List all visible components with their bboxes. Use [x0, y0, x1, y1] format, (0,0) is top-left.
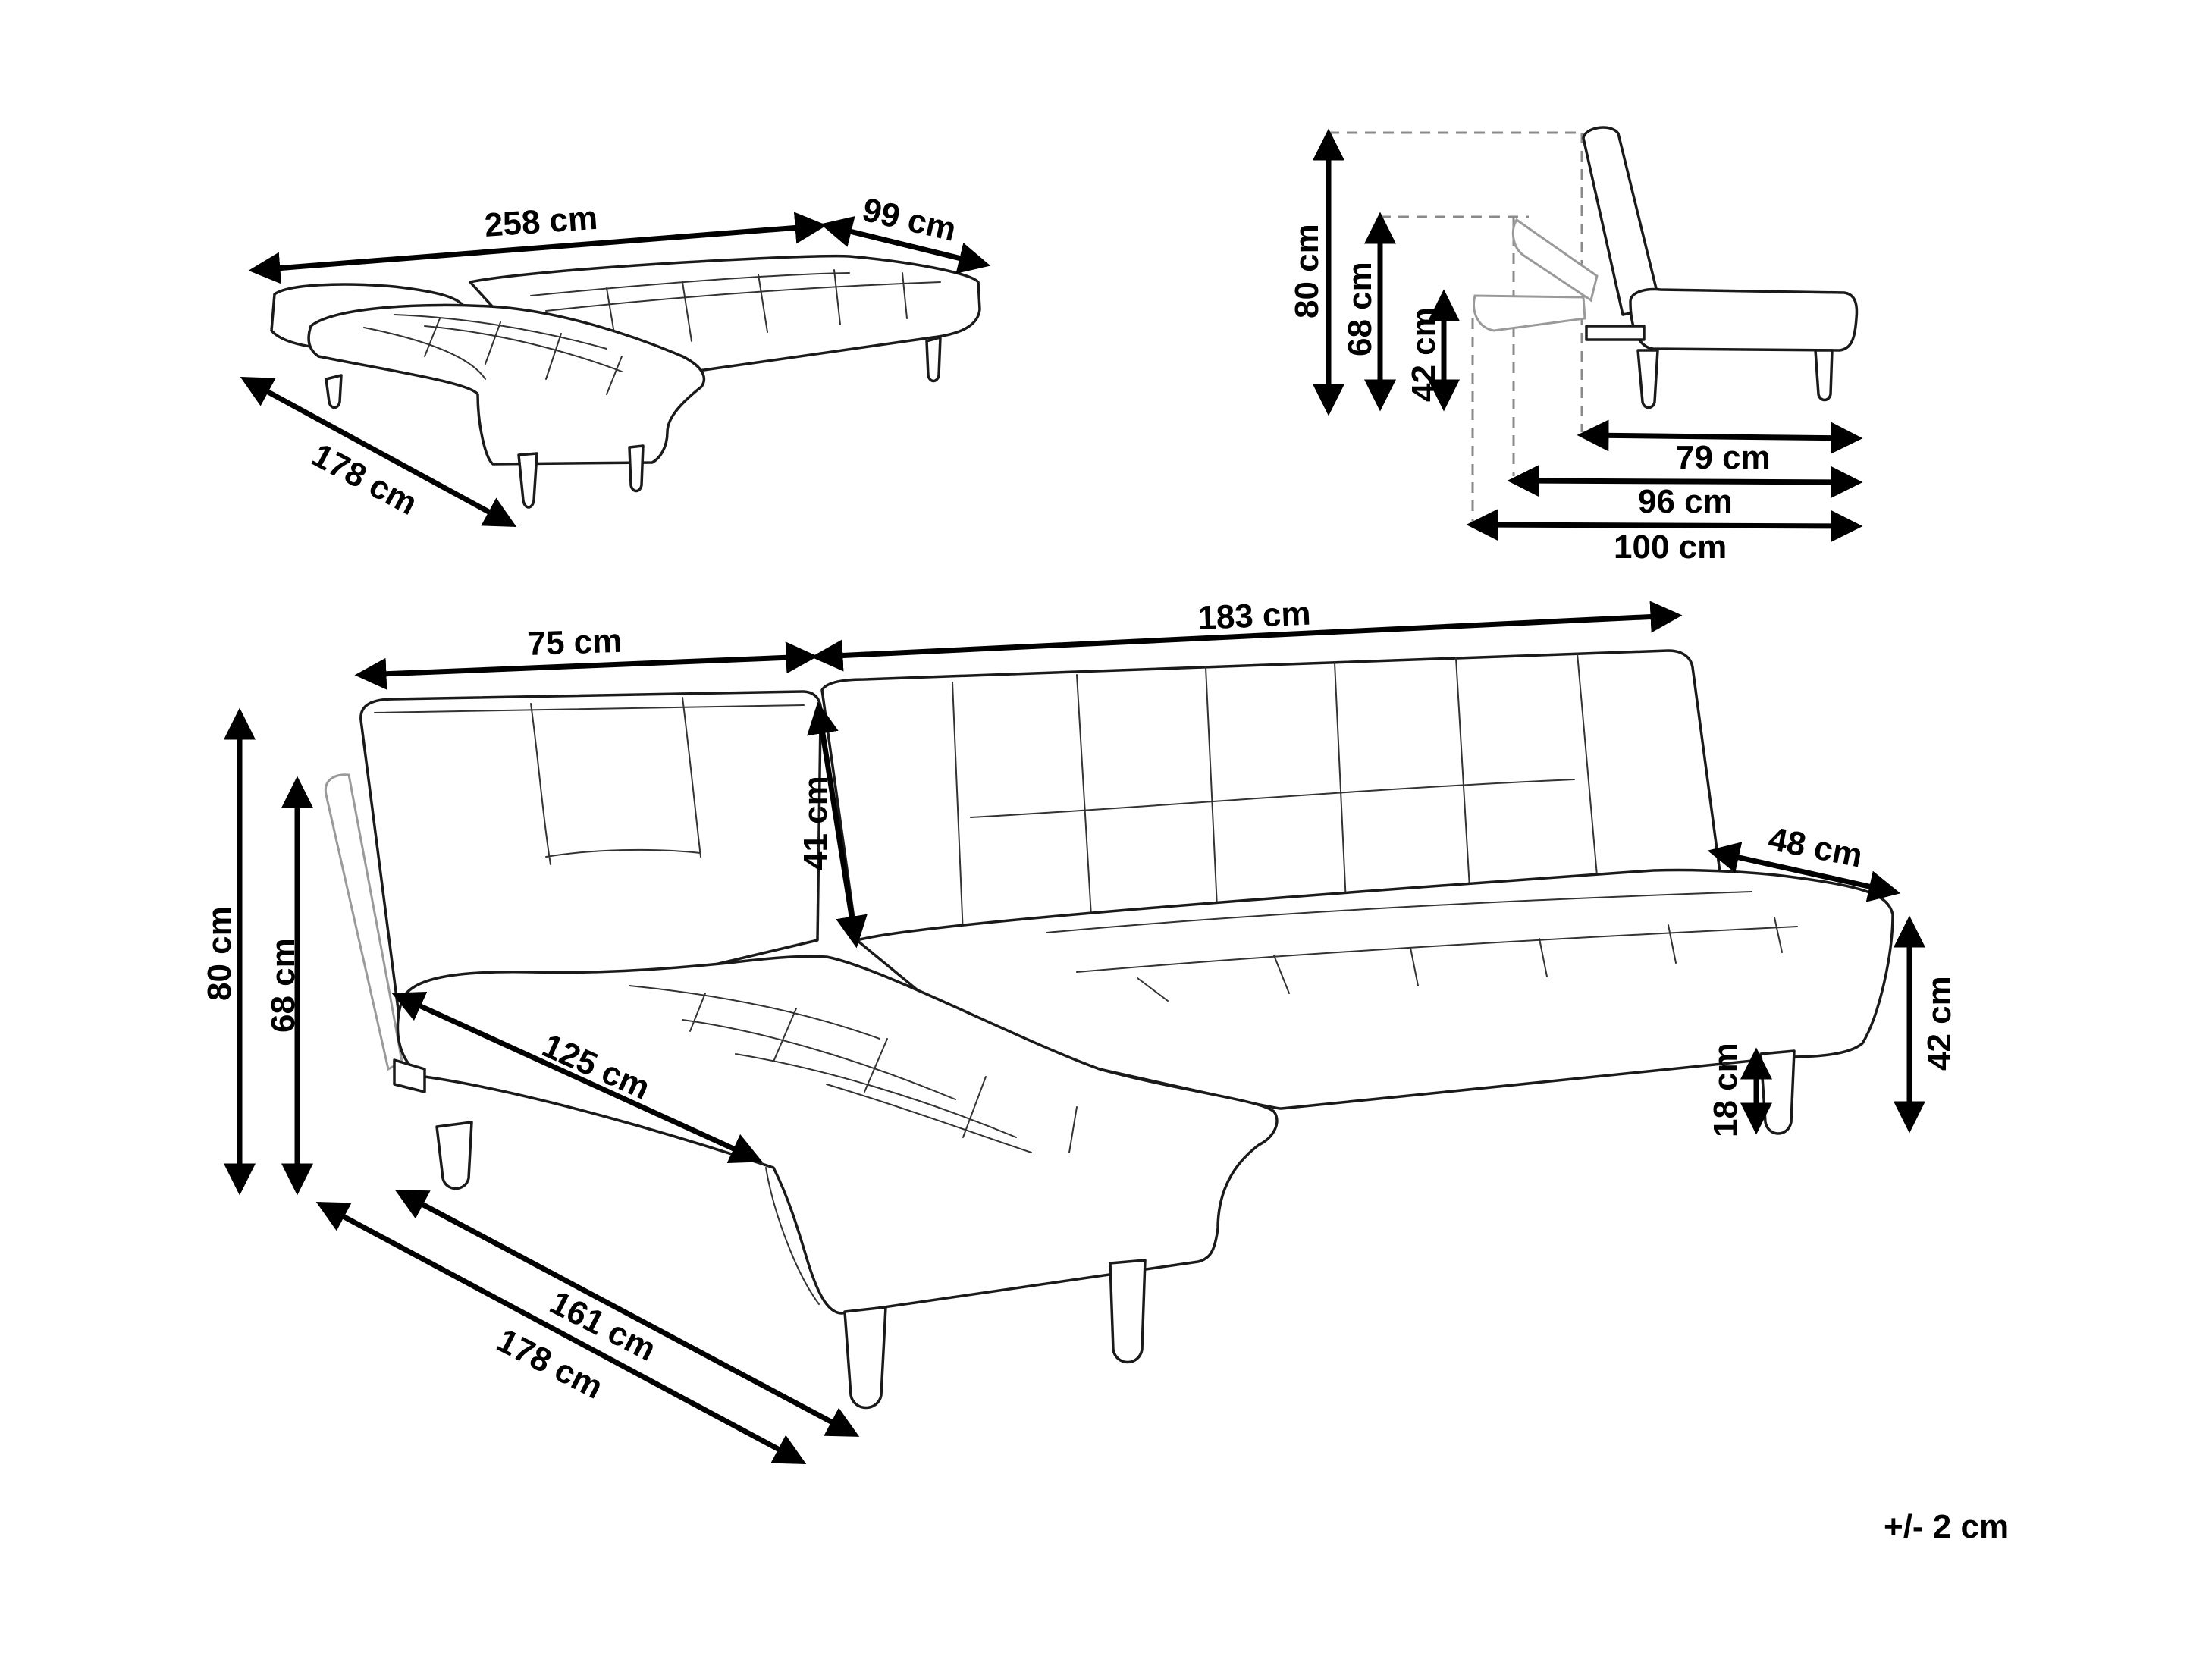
chaise-length-arrow	[391, 991, 763, 1164]
front-height-80-label: 80 cm	[201, 906, 238, 1001]
seat-depth-arrow	[1707, 842, 1901, 902]
side-height-68-label: 68 cm	[1341, 262, 1379, 356]
right-seat-height-label: 42 cm	[1921, 976, 1958, 1071]
back-height-label: 41 cm	[797, 776, 834, 870]
bed-depth-label: 178 cm	[306, 437, 423, 522]
side-view: 80 cm 68 cm 42 cm 79 cm 96 cm 100 cm	[1288, 126, 1863, 566]
chaise-back-width-label: 75 cm	[527, 623, 623, 663]
side-depth-79-label: 79 cm	[1676, 439, 1771, 476]
sofa-back-width-label: 183 cm	[1197, 595, 1311, 637]
bed-view: 258 cm 99 cm 178 cm	[240, 191, 991, 528]
side-height-80-label: 80 cm	[1288, 224, 1326, 318]
side-depth-79-arrow	[1577, 419, 1863, 454]
main-view: 75 cm 183 cm 41 cm 48 cm 42 cm 18 cm 80 …	[201, 595, 1958, 1464]
bed-length-label: 258 cm	[483, 199, 598, 244]
side-depth-100-label: 100 cm	[1614, 528, 1727, 566]
chaise-side-inner-arrow	[394, 1190, 860, 1437]
side-depth-100-arrow	[1466, 509, 1863, 542]
leg-height-label: 18 cm	[1707, 1043, 1744, 1137]
chaise-side-outer-arrow	[315, 1202, 807, 1464]
side-backrest	[1582, 126, 1662, 316]
bed-depth-arrow	[240, 376, 517, 528]
sofa-back-width-arrow	[811, 601, 1683, 672]
side-height-42-label: 42 cm	[1405, 307, 1442, 402]
bed-width-arrow	[820, 216, 991, 274]
chaise-back-width-arrow	[354, 641, 818, 690]
side-depth-96-arrow	[1507, 465, 1863, 498]
side-seat	[1629, 287, 1859, 352]
side-depth-96-label: 96 cm	[1638, 483, 1733, 520]
tolerance-note: +/- 2 cm	[1884, 1508, 2009, 1545]
bed-length-arrow	[248, 212, 827, 284]
back-height-arrow	[807, 701, 868, 949]
front-height-68-label: 68 cm	[265, 938, 302, 1033]
